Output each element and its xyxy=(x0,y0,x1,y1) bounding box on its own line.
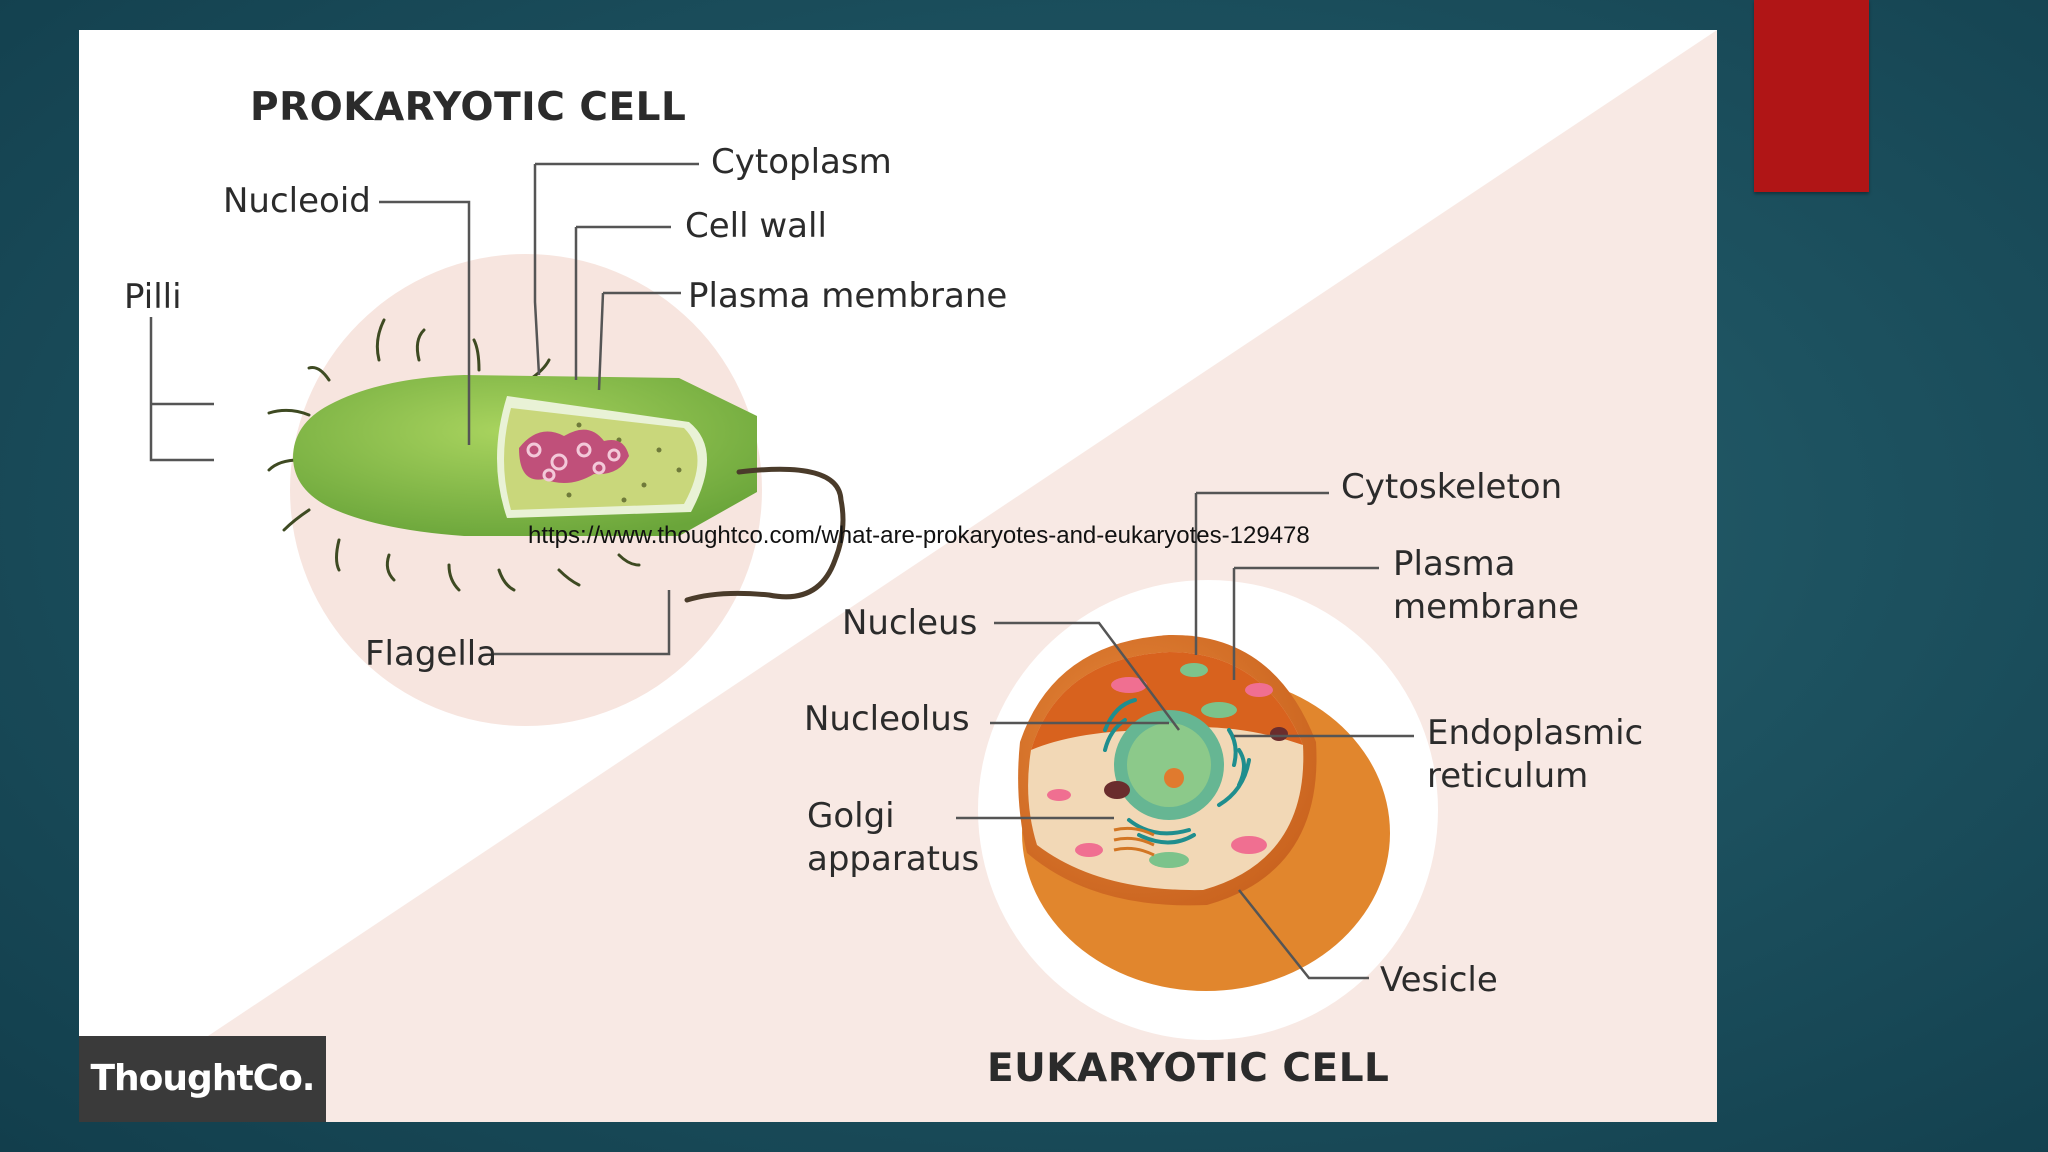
label-golgi-apparatus: Golgi apparatus xyxy=(807,796,980,879)
label-pilli: Pilli xyxy=(124,277,182,317)
label-cytoplasm: Cytoplasm xyxy=(711,142,892,182)
prokaryotic-cell-title: PROKARYOTIC CELL xyxy=(250,85,687,130)
red-accent-tab xyxy=(1754,0,1869,192)
label-vesicle: Vesicle xyxy=(1380,960,1498,1000)
label-nucleoid: Nucleoid xyxy=(223,181,371,221)
cell-illustration xyxy=(79,30,1717,1122)
label-cytoskeleton: Cytoskeleton xyxy=(1341,467,1563,507)
label-plasma-membrane-prokaryote: Plasma membrane xyxy=(688,276,1008,316)
prokaryotic-cell xyxy=(267,318,846,603)
eukaryotic-cell xyxy=(1018,634,1390,991)
label-nucleolus: Nucleolus xyxy=(804,699,970,739)
label-nucleus: Nucleus xyxy=(842,603,978,643)
label-flagella: Flagella xyxy=(365,634,498,674)
label-plasma-membrane-eukaryote: Plasma membrane xyxy=(1393,544,1580,627)
source-url[interactable]: https://www.thoughtco.com/what-are-proka… xyxy=(528,522,1310,549)
eukaryotic-cell-title: EUKARYOTIC CELL xyxy=(987,1046,1390,1091)
thoughtco-logo: ThoughtCo. xyxy=(79,1036,326,1122)
cell-comparison-figure: PROKARYOTIC CELL Cytoplasm Nucleoid Cell… xyxy=(79,30,1717,1122)
label-endoplasmic-reticulum: Endoplasmic reticulum xyxy=(1427,713,1644,796)
label-cell-wall: Cell wall xyxy=(685,206,827,246)
leader-lines xyxy=(149,162,1414,980)
